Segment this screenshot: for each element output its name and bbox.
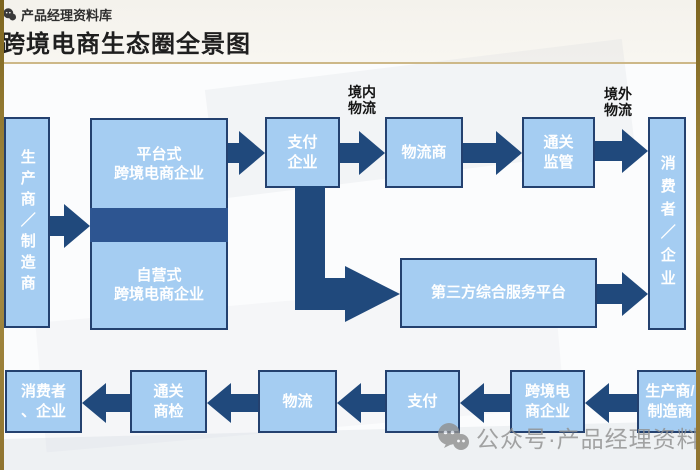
header-background: [0, 0, 700, 62]
arrow-thirdparty-to-consumer: [597, 272, 648, 316]
arrow-shaft: [340, 143, 359, 163]
arrow-head: [622, 129, 648, 173]
arrow-shaft: [609, 394, 637, 412]
gold-divider: [0, 62, 700, 64]
right-gold-edge: [696, 0, 700, 470]
left-gold-edge: [0, 0, 4, 470]
cbec-enterprise-box: 平台式 跨境电商企业 自营式 跨境电商企业: [90, 118, 228, 330]
arrow-head: [496, 131, 522, 175]
bottom-customs-inspection-box: 通关 商检: [130, 370, 207, 433]
wechat-icon: [3, 8, 17, 21]
arrow-producer-to-cbec-bottom: [585, 383, 637, 423]
arrow-head: [207, 383, 231, 423]
arrow-head: [337, 383, 361, 423]
arrow-payment-to-logistics-bottom: [337, 383, 385, 423]
top-watermark: 产品经理资料库: [2, 5, 112, 24]
arrow-head: [460, 383, 484, 423]
arrow-head: [622, 272, 648, 316]
payment-enterprise-box: 支付 企业: [265, 117, 340, 188]
arrow-logistics-to-customs-bottom: [207, 383, 258, 423]
arrow-shaft: [228, 143, 239, 163]
arrow-payment-to-thirdparty-head: [345, 266, 400, 322]
arrow-head: [64, 204, 90, 248]
bottom-producer-box: 生产商/ 制造商: [637, 370, 700, 433]
bottom-watermark: 公众号·产品经理资料: [436, 420, 700, 454]
wechat-icon: [438, 423, 469, 450]
arrow-head: [585, 383, 609, 423]
arrow-shaft: [361, 394, 385, 412]
bottom-payment-box: 支付: [385, 370, 460, 433]
bottom-watermark-label: 公众号·产品经理资料: [476, 426, 700, 452]
arrow-logistics-to-customs: [463, 131, 522, 175]
overseas-logistics-label: 境外 物流: [604, 86, 632, 119]
arrow-head: [239, 131, 265, 175]
arrow-customs-to-consumer: [595, 129, 648, 173]
platform-type-label: 平台式 跨境电商企业: [113, 145, 204, 183]
arrow-head: [82, 383, 106, 423]
arrow-shaft: [231, 394, 258, 412]
arrow-shaft: [106, 394, 130, 412]
arrow-shaft: [463, 143, 496, 163]
arrow-head: [359, 131, 385, 175]
arrow-payment-to-logistics: [340, 131, 385, 175]
arrow-shaft: [484, 394, 510, 412]
self-operated-label: 自营式 跨境电商企业: [113, 266, 204, 304]
arrow-cbec-to-payment-bottom: [460, 383, 510, 423]
arrow-producer-to-ecommerce: [50, 204, 90, 248]
consumer-enterprise-box: 消费者／企业: [648, 117, 686, 330]
bottom-cbec-enterprise-box: 跨境电 商企业: [510, 370, 585, 433]
arrow-shaft: [597, 284, 622, 304]
producer-manufacturer-box: 生产商／制造商: [4, 117, 50, 328]
arrow-payment-to-thirdparty-horizontal: [295, 278, 347, 310]
top-watermark-label: 产品经理资料库: [21, 8, 113, 23]
third-party-platform-box: 第三方综合服务平台: [400, 258, 597, 328]
page-title: 跨境电商生态圈全景图: [1, 31, 251, 58]
arrow-customs-to-consumer-bottom: [82, 383, 130, 423]
arrow-ecommerce-to-payment: [228, 131, 265, 175]
bottom-logistics-box: 物流: [258, 370, 337, 433]
arrow-shaft: [595, 141, 622, 161]
logistics-provider-box: 物流商: [385, 117, 463, 188]
arrow-shaft: [50, 216, 64, 236]
divider-band: [90, 208, 228, 242]
customs-supervision-box: 通关 监管: [522, 117, 595, 188]
bottom-consumer-box: 消费者 、企业: [5, 370, 82, 433]
domestic-logistics-label: 境内 物流: [348, 84, 376, 117]
